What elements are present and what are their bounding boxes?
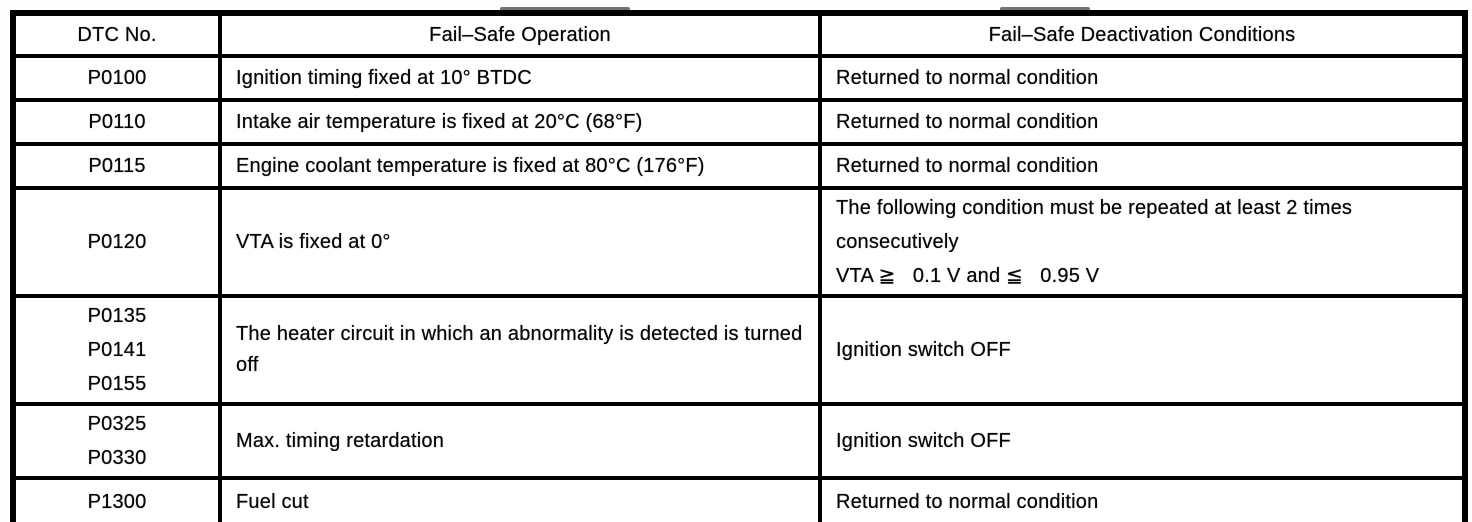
fail-safe-table: DTC No. Fail–Safe Operation Fail–Safe De… <box>10 10 1468 522</box>
dtc-code: P0120 <box>87 231 147 253</box>
dtc-cell: P0135 P0141 P0155 <box>11 294 222 406</box>
dtc-cell: P0120 <box>11 186 222 298</box>
table-row-p0115: P0115 Engine coolant temperature is fixe… <box>11 142 1467 190</box>
deactivation-cell: Ignition switch OFF <box>818 294 1467 406</box>
table-row-p0135-p0141-p0155: P0135 P0141 P0155 The heater circuit in … <box>11 294 1467 406</box>
scan-artifact <box>500 7 630 11</box>
header-fail-safe-deactivation: Fail–Safe Deactivation Conditions <box>818 11 1467 58</box>
header-dtc-no: DTC No. <box>11 11 222 58</box>
operation-cell: Intake air temperature is fixed at 20°C … <box>218 98 822 146</box>
deactivation-condition-line: VTA ≧ 0.1 V and ≦ 0.95 V <box>836 265 1100 287</box>
header-row: DTC No. Fail–Safe Operation Fail–Safe De… <box>11 11 1467 58</box>
table-row-p0325-p0330: P0325 P0330 Max. timing retardation Igni… <box>11 402 1467 480</box>
dtc-code: P0135 <box>87 305 147 327</box>
dtc-code: P0330 <box>87 447 147 469</box>
operation-cell: Max. timing retardation <box>218 402 822 480</box>
header-fail-safe-operation: Fail–Safe Operation <box>218 11 822 58</box>
operation-cell: Ignition timing fixed at 10° BTDC <box>218 54 822 102</box>
dtc-code: P0155 <box>87 373 147 395</box>
dtc-code: P0141 <box>87 339 147 361</box>
table-row-p0120: P0120 VTA is fixed at 0° The following c… <box>11 186 1467 298</box>
scan-artifact <box>1000 7 1090 11</box>
dtc-cell: P0115 <box>11 142 222 190</box>
operation-cell: VTA is fixed at 0° <box>218 186 822 298</box>
operation-cell: The heater circuit in which an abnormali… <box>218 294 822 406</box>
dtc-cell: P0110 <box>11 98 222 146</box>
deactivation-cell: Ignition switch OFF <box>818 402 1467 480</box>
dtc-code: P0110 <box>88 111 146 133</box>
dtc-cell: P1300 <box>11 476 222 522</box>
table-row-p0110: P0110 Intake air temperature is fixed at… <box>11 98 1467 146</box>
deactivation-cell: Returned to normal condition <box>818 54 1467 102</box>
deactivation-cell: The following condition must be repeated… <box>818 186 1467 298</box>
dtc-code: P0325 <box>87 413 147 435</box>
dtc-cell: P0100 <box>11 54 222 102</box>
deactivation-cell: Returned to normal condition <box>818 98 1467 146</box>
operation-cell: Fuel cut <box>218 476 822 522</box>
deactivation-cell: Returned to normal condition <box>818 142 1467 190</box>
dtc-code: P0100 <box>87 67 147 89</box>
table-row-p1300: P1300 Fuel cut Returned to normal condit… <box>11 476 1467 522</box>
deactivation-condition-line: The following condition must be repeated… <box>836 197 1353 253</box>
dtc-code: P1300 <box>87 491 147 513</box>
dtc-cell: P0325 P0330 <box>11 402 222 480</box>
operation-cell: Engine coolant temperature is fixed at 8… <box>218 142 822 190</box>
dtc-code: P0115 <box>88 155 146 177</box>
table-row-p0100: P0100 Ignition timing fixed at 10° BTDC … <box>11 54 1467 102</box>
deactivation-cell: Returned to normal condition <box>818 476 1467 522</box>
